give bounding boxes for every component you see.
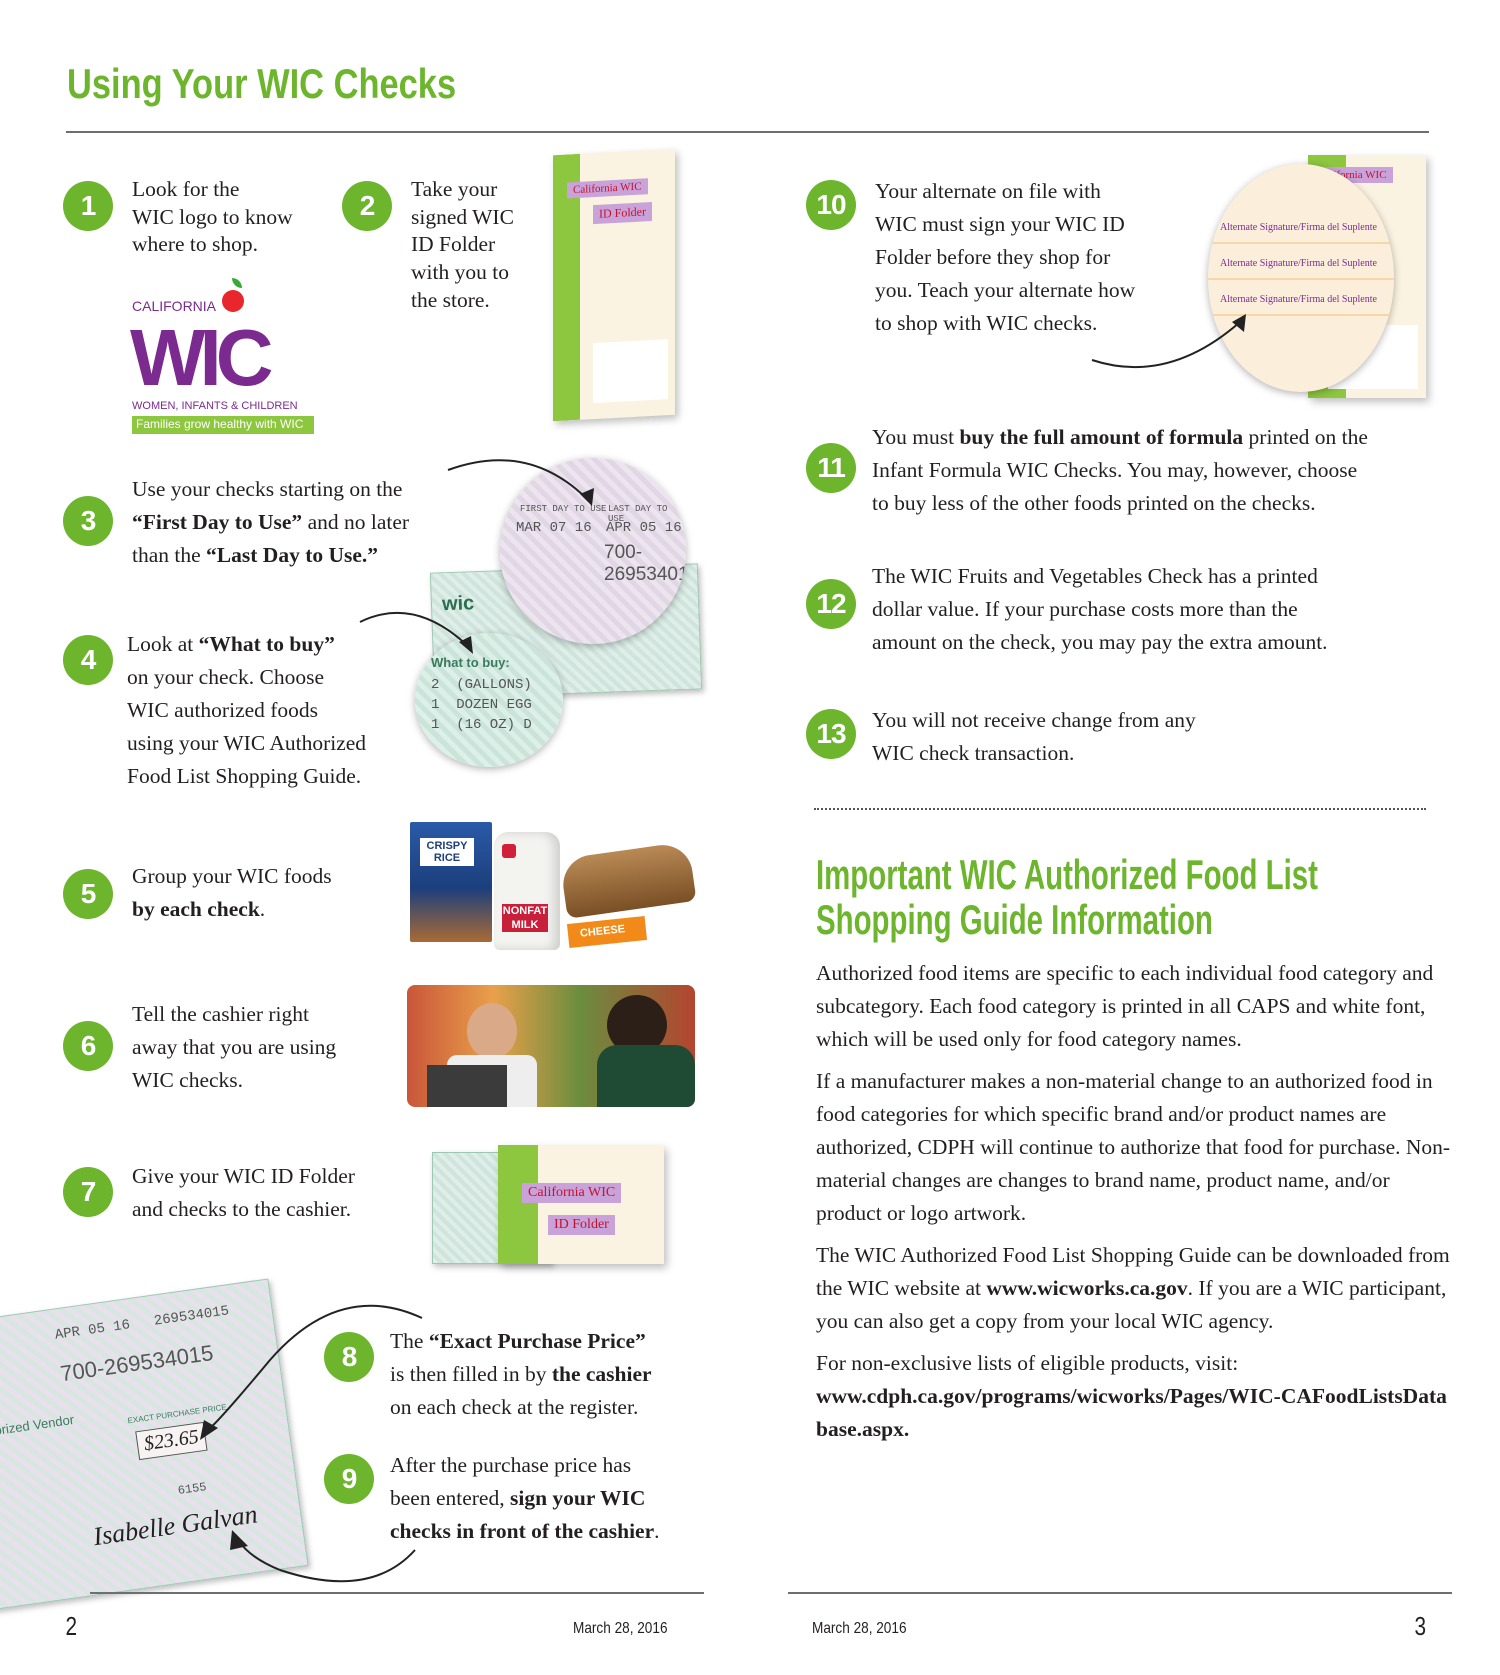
step-number-5: 5 (63, 869, 113, 919)
step-9-text: After the purchase price has been entere… (390, 1453, 660, 1543)
step-number-3: 3 (63, 496, 113, 546)
footer-rule-right (788, 1592, 1452, 1594)
step-number-12: 12 (806, 579, 856, 629)
apple-icon (222, 290, 244, 312)
page-number-right: 3 (1414, 1611, 1427, 1641)
arrow-icon (447, 459, 594, 506)
footer-rule-left (90, 1592, 704, 1594)
leaf-icon (232, 278, 242, 288)
step-number-9: 9 (324, 1454, 374, 1504)
curved-arrows-icon (200, 1304, 423, 1583)
wic-foods-image: CRISPY RICE NONFAT MILK CHEESE (408, 820, 698, 960)
step-number-7: 7 (63, 1167, 113, 1217)
bread-loaf (559, 841, 697, 919)
step-number-4: 4 (63, 635, 113, 685)
step-3-text: Use your checks starting on the “First D… (132, 477, 410, 567)
header-rule (66, 131, 1429, 133)
arrow-icon (359, 611, 473, 654)
milk-jug: NONFAT MILK (494, 832, 560, 950)
footer-date-left: March 28, 2016 (573, 1620, 668, 1637)
step-number-11: 11 (806, 443, 856, 493)
cdph-link[interactable]: www.cdph.ca.gov/programs/wicworks/Pages/… (816, 1384, 1447, 1441)
step-number-10: 10 (806, 180, 856, 230)
paragraph-2: If a manufacturer makes a non-material c… (816, 1069, 1451, 1225)
wic-id-folder-image: California WIC ID Folder (498, 1145, 664, 1264)
step-4-text: Look at “What to buy” on your check. Cho… (127, 632, 367, 788)
step-number-1: 1 (63, 181, 113, 231)
section-body: Authorized food items are specific to ea… (816, 957, 1456, 1455)
cashier-photo (407, 985, 695, 1107)
step-number-8: 8 (324, 1332, 374, 1382)
wicworks-link[interactable]: www.wicworks.ca.gov (986, 1276, 1188, 1300)
dotted-divider (814, 808, 1426, 810)
paragraph-4: For non-exclusive lists of eligible prod… (816, 1351, 1447, 1441)
signature-magnifier: Alternate Signature/Firma del Suplente A… (1208, 164, 1394, 392)
step-8-text: The “Exact Purchase Price” is then fille… (390, 1329, 652, 1419)
footer-date-right: March 28, 2016 (812, 1620, 907, 1637)
paragraph-3: The WIC Authorized Food List Shopping Gu… (816, 1243, 1450, 1333)
arrow-icon (1091, 314, 1246, 369)
step-number-6: 6 (63, 1021, 113, 1071)
page-title: Using Your WIC Checks (67, 60, 457, 107)
step-number-2: 2 (342, 181, 392, 231)
cereal-box: CRISPY RICE (410, 822, 492, 942)
step-number-13: 13 (806, 709, 856, 759)
step-12-text: The WIC Fruits and Vegetables Check has … (872, 564, 1328, 654)
wic-logo: CALIFORNIA WIC WOMEN, INFANTS & CHILDREN… (130, 276, 320, 446)
paragraph-1: Authorized food items are specific to ea… (816, 961, 1434, 1051)
step-11-text: You must buy the full amount of formula … (872, 425, 1368, 515)
page-number-left: 2 (65, 1611, 78, 1641)
wic-id-folder-image: California WIC ID Folder (553, 148, 675, 422)
